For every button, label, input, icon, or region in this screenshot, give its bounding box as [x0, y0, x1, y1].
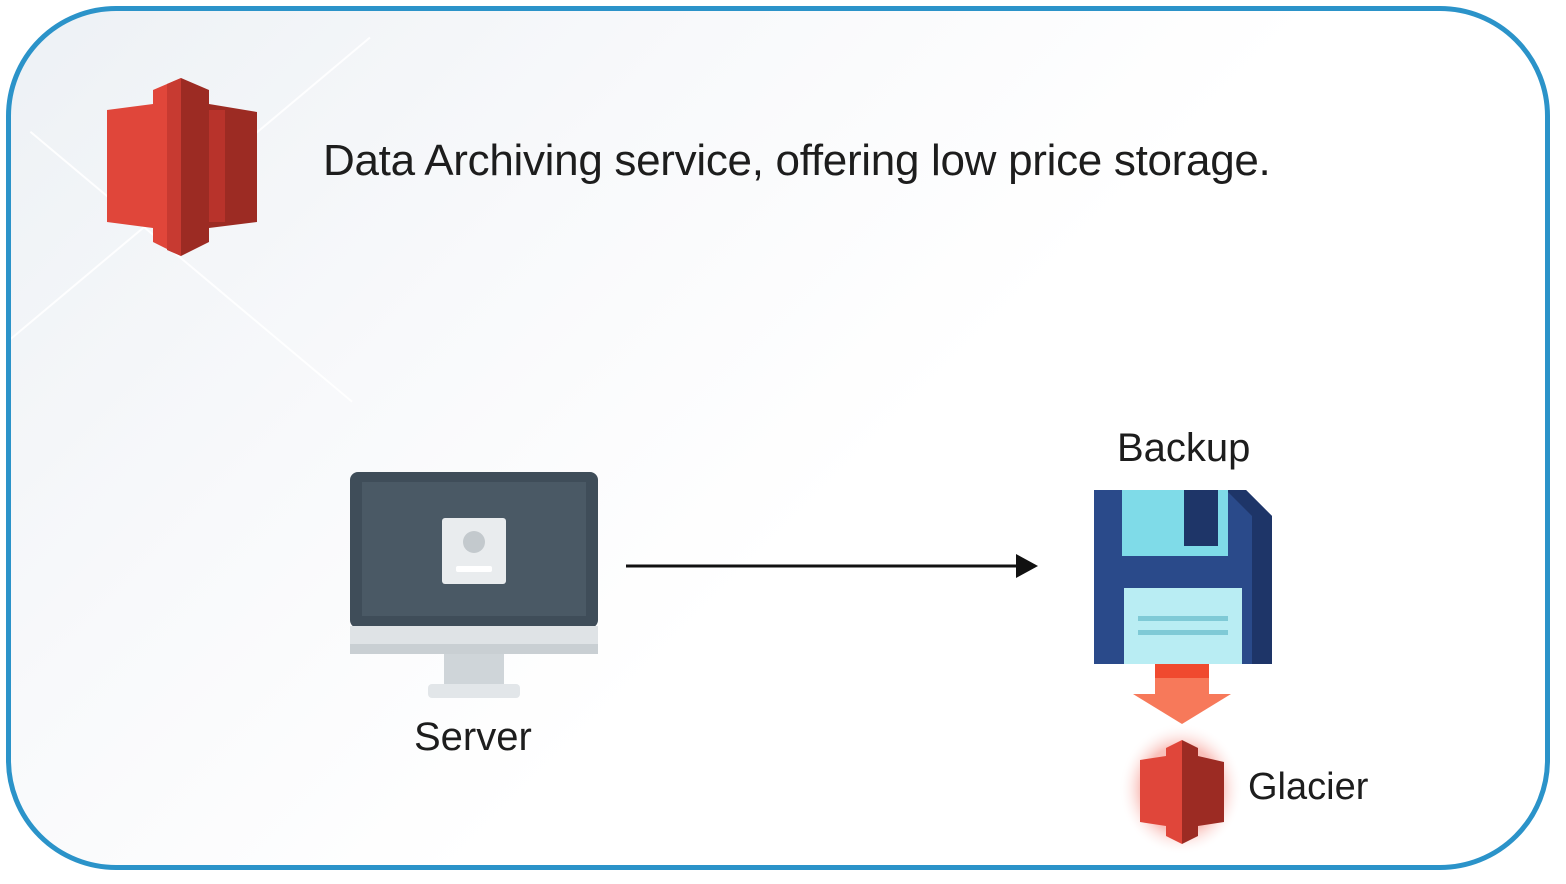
aws-glacier-icon [1119, 723, 1243, 855]
floppy-disk-icon [1094, 490, 1272, 664]
down-arrow-icon [1133, 664, 1231, 724]
glacier-label: Glacier [1248, 766, 1369, 808]
slide-frame [6, 6, 1550, 870]
server-label: Server [414, 715, 532, 759]
monitor-icon [350, 472, 598, 698]
backup-label: Backup [1117, 426, 1251, 470]
aws-glacier-icon [107, 78, 257, 256]
page-title: Data Archiving service, offering low pri… [323, 136, 1271, 185]
right-arrow-icon [626, 554, 1038, 578]
